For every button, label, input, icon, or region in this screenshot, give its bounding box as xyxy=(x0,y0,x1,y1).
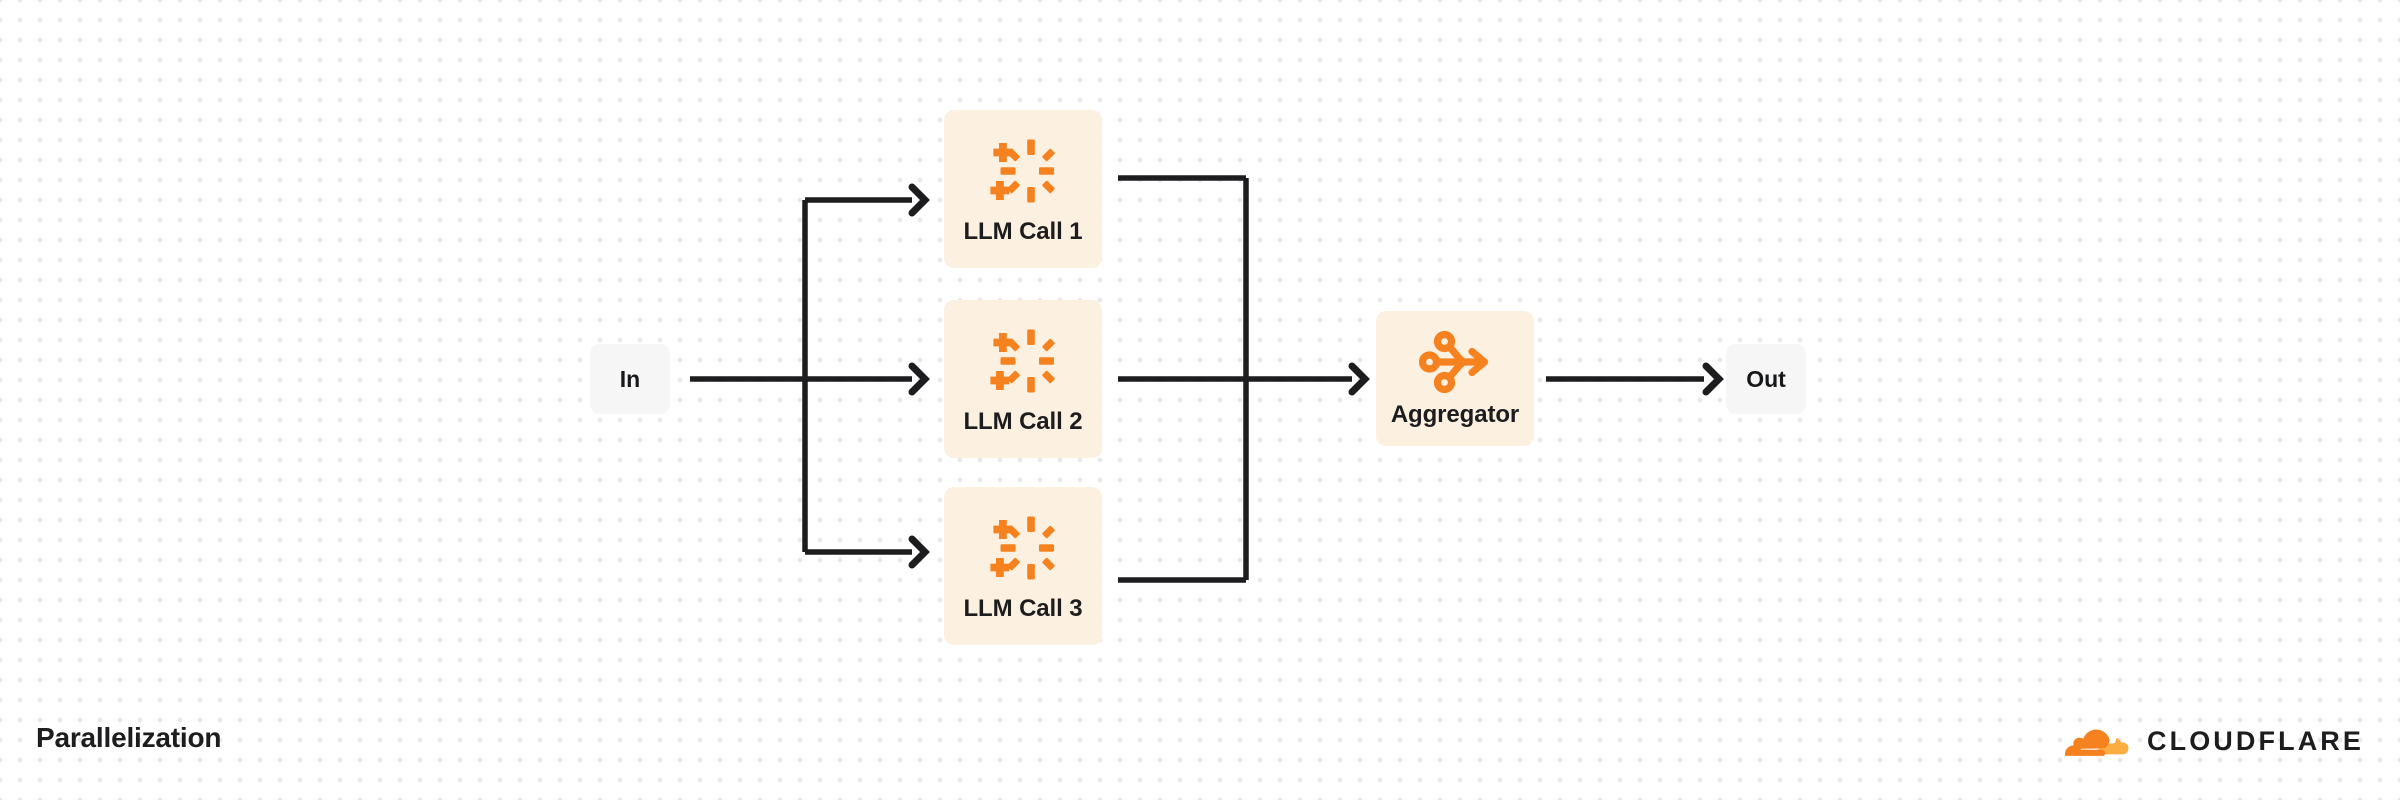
node-llm-call-1-label: LLM Call 1 xyxy=(963,218,1083,245)
cloudflare-wordmark: CLOUDFLARE xyxy=(2147,725,2364,756)
ai-sparkle-icon xyxy=(986,324,1060,398)
node-llm-call-3[interactable]: LLM Call 3 xyxy=(944,487,1102,645)
node-in[interactable]: In xyxy=(590,344,670,414)
node-llm-call-1[interactable]: LLM Call 1 xyxy=(944,110,1102,268)
ai-sparkle-icon xyxy=(986,134,1060,208)
node-in-label: In xyxy=(619,365,641,392)
cloudflare-brand: CLOUDFLARE xyxy=(2057,718,2364,764)
node-llm-call-3-label: LLM Call 3 xyxy=(963,595,1083,622)
node-out[interactable]: Out xyxy=(1726,344,1806,414)
node-llm-call-2[interactable]: LLM Call 2 xyxy=(944,300,1102,458)
ai-sparkle-icon xyxy=(986,511,1060,585)
node-aggregator[interactable]: Aggregator xyxy=(1376,311,1534,446)
cloudflare-cloud-icon xyxy=(2057,721,2133,761)
node-llm-call-2-label: LLM Call 2 xyxy=(963,408,1083,435)
node-aggregator-label: Aggregator xyxy=(1390,400,1520,428)
node-out-label: Out xyxy=(1746,365,1786,392)
aggregate-merge-icon xyxy=(1419,330,1491,393)
diagram-caption: Parallelization xyxy=(36,722,222,753)
